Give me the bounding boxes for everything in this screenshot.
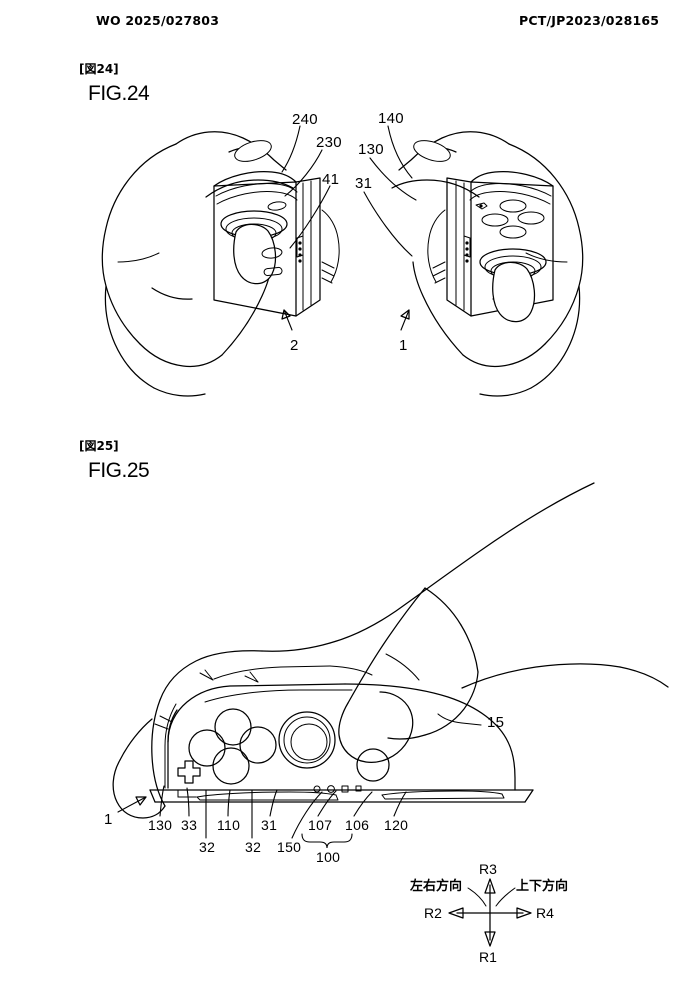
fig24-label-1: 1 — [399, 337, 408, 354]
fig25-label-130: 130 — [148, 817, 173, 833]
fig25-controller — [149, 665, 534, 803]
fig25-label-32-right: 32 — [245, 839, 262, 855]
fig25-label-110: 110 — [217, 817, 241, 833]
fig24-label-140: 140 — [378, 110, 404, 127]
figure-24-title: FIG.24 — [88, 82, 150, 105]
fig25-label-31: 31 — [261, 817, 278, 833]
direction-label-r1: R1 — [479, 949, 497, 965]
figure-25-bracket: [図25] — [79, 439, 119, 453]
fig24-label-31: 31 — [355, 175, 373, 192]
direction-label-r2: R2 — [424, 905, 442, 921]
fig25-label-1: 1 — [104, 811, 113, 828]
direction-label-up-down: 上下方向 — [516, 879, 569, 894]
fig24-right-controller-1 — [427, 170, 554, 323]
fig24-left-controller-2 — [213, 170, 340, 317]
application-number: PCT/JP2023/028165 — [519, 13, 660, 28]
fig25-hand — [112, 482, 669, 819]
fig24-label-2: 2 — [290, 337, 299, 354]
fig25-label-107: 107 — [308, 817, 333, 833]
fig24-left-leaders — [281, 125, 331, 331]
fig25-label-106: 106 — [345, 817, 370, 833]
fig24-label-230: 230 — [316, 134, 342, 151]
fig25-label-33: 33 — [181, 817, 198, 833]
direction-label-left-right: 左右方向 — [410, 879, 463, 894]
fig25-label-32-left: 32 — [199, 839, 216, 855]
fig25-label-15: 15 — [487, 714, 505, 731]
figure-24-bracket: [図24] — [79, 62, 119, 76]
publication-number: WO 2025/027803 — [96, 13, 220, 28]
fig25-leaders — [117, 713, 482, 849]
fig24-left-hand — [101, 131, 294, 397]
fig25-label-100: 100 — [316, 849, 341, 865]
fig25-label-150: 150 — [277, 839, 302, 855]
figure-25-title: FIG.25 — [88, 459, 150, 482]
direction-label-r3: R3 — [479, 861, 497, 877]
direction-label-r4: R4 — [536, 905, 554, 921]
fig24-label-130: 130 — [358, 141, 384, 158]
fig24-label-240: 240 — [292, 111, 318, 128]
fig24-right-hand — [391, 131, 584, 397]
fig24-label-41: 41 — [322, 171, 340, 188]
fig25-label-120: 120 — [384, 817, 409, 833]
